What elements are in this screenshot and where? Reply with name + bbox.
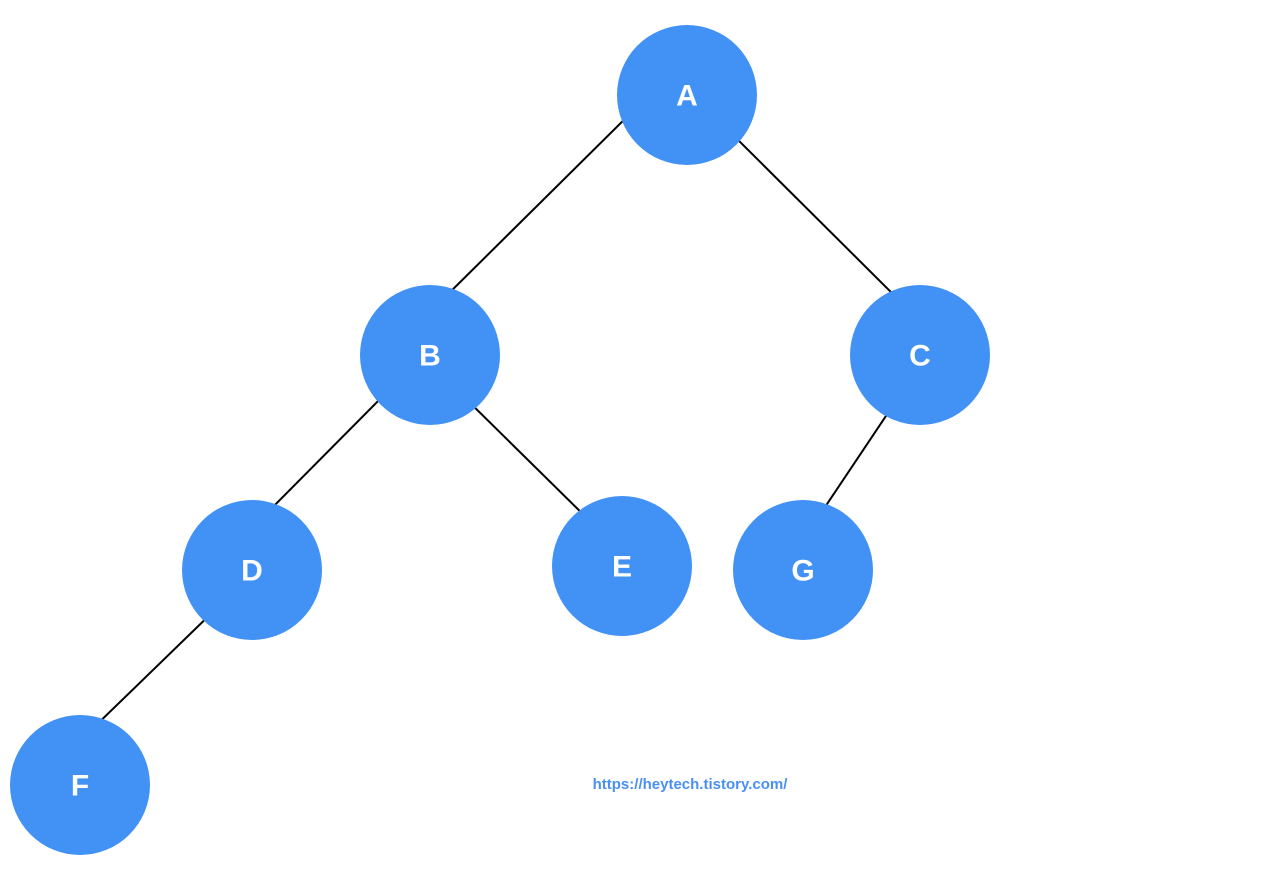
tree-node-B: B [360,285,500,425]
tree-node-circle-G [733,500,873,640]
tree-node-circle-C [850,285,990,425]
tree-edge-B-E [459,392,597,528]
tree-edge-A-C [720,122,910,311]
tree-node-circle-E [552,496,692,636]
tree-node-circle-D [182,500,322,640]
tree-node-label-D: D [241,555,263,588]
tree-edge-A-B [434,101,643,308]
tree-node-F: F [10,715,150,855]
tree-edge-D-F [85,603,222,736]
tree-node-label-C: C [909,340,931,373]
tree-node-label-F: F [71,770,89,803]
tree-node-circle-B [360,285,500,425]
tree-node-label-G: G [791,555,814,588]
tree-node-label-A: A [676,80,698,113]
footer-url-text: https://heytech.tistory.com/ [592,776,788,793]
tree-node-A: A [617,25,757,165]
tree-node-D: D [182,500,322,640]
tree-node-E: E [552,496,692,636]
tree-node-circle-A [617,25,757,165]
tree-node-label-B: B [419,340,441,373]
tree-edge-C-G [814,394,901,523]
tree-node-label-E: E [612,551,632,584]
tree-edge-B-D [259,385,394,521]
tree-node-circle-F [10,715,150,855]
tree-node-C: C [850,285,990,425]
tree-node-G: G [733,500,873,640]
